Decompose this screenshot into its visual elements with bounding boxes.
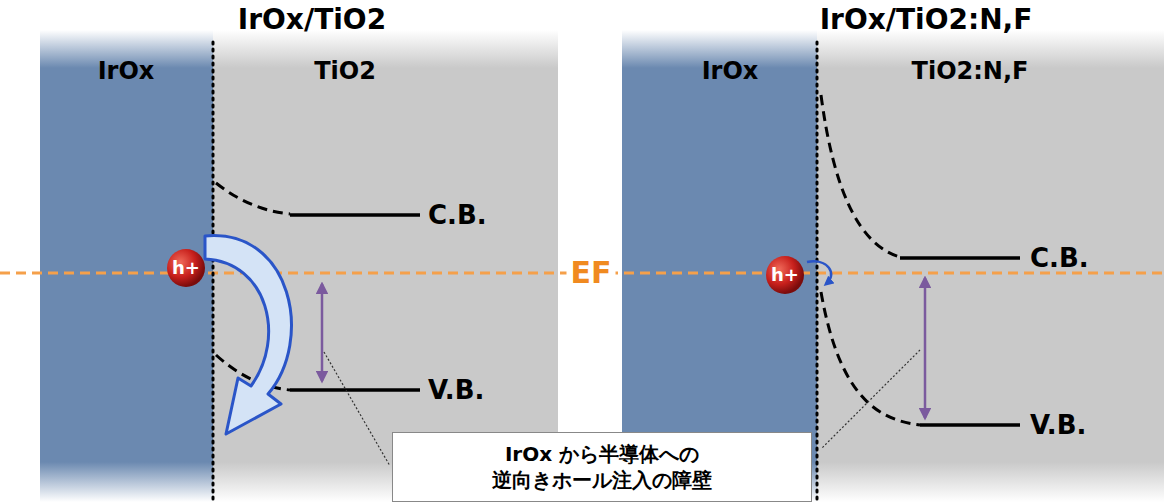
band-label: C.B. bbox=[428, 201, 487, 230]
hole-circle: h+ bbox=[166, 248, 206, 288]
label-holder: EF bbox=[567, 256, 616, 289]
hole-circle-shape bbox=[167, 249, 205, 287]
material-band: IrOx h+ bbox=[40, 30, 213, 502]
hole-label: h+ bbox=[172, 258, 200, 278]
material-label: IrOx bbox=[702, 58, 759, 84]
panel-title: IrOx/TiO2:N,F bbox=[820, 5, 1033, 36]
material-label: TiO2:N,F bbox=[912, 58, 1029, 84]
band-label: C.B. bbox=[1030, 244, 1089, 273]
callout-text: IrOx から半導体への 逆向きホール注入の障壁 bbox=[477, 441, 727, 493]
callout-box: IrOx から半導体への 逆向きホール注入の障壁 bbox=[392, 432, 812, 502]
panel-title: IrOx/TiO2 bbox=[238, 5, 386, 36]
material-label: TiO2 bbox=[314, 58, 376, 84]
hole-label: h+ bbox=[771, 265, 799, 285]
label-holder: V.B. bbox=[428, 376, 484, 405]
hole-circle-shape bbox=[766, 256, 804, 294]
label-holder: V.B. bbox=[1030, 411, 1086, 440]
label-holder: IrOx/TiO2 bbox=[238, 5, 386, 36]
material-label: IrOx bbox=[98, 58, 155, 84]
band-label: V.B. bbox=[1030, 411, 1086, 440]
material-band: TiO2:N,F bbox=[817, 30, 1164, 502]
hole-circle: h+ bbox=[765, 255, 805, 295]
fermi-level-label: EF bbox=[567, 256, 616, 289]
label-holder: C.B. bbox=[428, 201, 487, 230]
label-holder: IrOx/TiO2:N,F bbox=[820, 5, 1033, 36]
label-holder: C.B. bbox=[1030, 244, 1089, 273]
band-label: V.B. bbox=[428, 376, 484, 405]
